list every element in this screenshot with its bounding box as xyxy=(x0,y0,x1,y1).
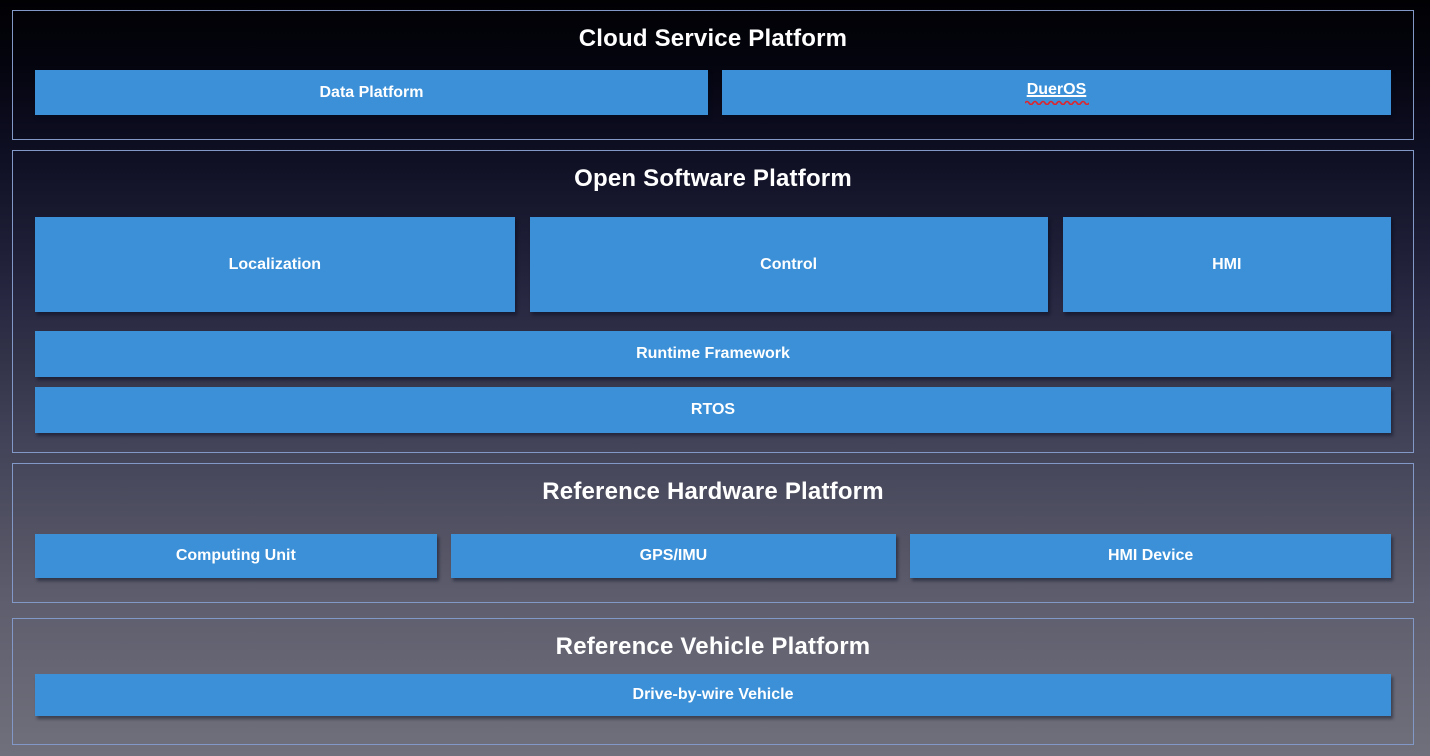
cloud-boxes-row: Data Platform DuerOS xyxy=(35,70,1391,115)
box-label-gps-imu: GPS/IMU xyxy=(639,547,708,564)
box-runtime-framework: Runtime Framework xyxy=(35,331,1391,377)
box-label-control: Control xyxy=(760,255,818,273)
box-drive-by-wire-vehicle: Drive-by-wire Vehicle xyxy=(35,674,1391,716)
box-label-runtime-framework: Runtime Framework xyxy=(636,345,790,362)
section-title-cloud: Cloud Service Platform xyxy=(578,25,848,52)
section-cloud-service-platform: Cloud Service Platform Data Platform Due… xyxy=(12,10,1414,140)
box-dueros: DuerOS xyxy=(722,70,1391,115)
section-reference-vehicle-platform: Reference Vehicle Platform Drive-by-wire… xyxy=(12,618,1414,745)
hardware-boxes-row: Computing Unit GPS/IMU HMI Device xyxy=(35,534,1391,578)
section-title-hardware: Reference Hardware Platform xyxy=(542,478,884,505)
box-rtos: RTOS xyxy=(35,387,1391,433)
box-label-data-platform: Data Platform xyxy=(319,83,424,101)
box-hmi: HMI xyxy=(1062,217,1391,312)
box-localization: Localization xyxy=(35,217,515,312)
box-computing-unit: Computing Unit xyxy=(35,534,437,578)
box-label-hmi-device: HMI Device xyxy=(1107,547,1194,564)
vehicle-boxes-row: Drive-by-wire Vehicle xyxy=(35,674,1391,716)
section-reference-hardware-platform: Reference Hardware Platform Computing Un… xyxy=(12,463,1414,603)
box-gps-imu: GPS/IMU xyxy=(450,534,897,578)
section-open-software-platform: Open Software Platform Localization Cont… xyxy=(12,150,1414,453)
box-data-platform: Data Platform xyxy=(35,70,708,115)
box-label-dueros: DuerOS xyxy=(1024,80,1089,105)
box-control: Control xyxy=(529,217,1048,312)
software-boxes-row: Localization Control HMI xyxy=(35,217,1391,312)
box-label-drive-by-wire-vehicle: Drive-by-wire Vehicle xyxy=(632,686,794,703)
section-title-software: Open Software Platform xyxy=(574,165,852,192)
box-label-computing-unit: Computing Unit xyxy=(175,547,296,564)
dueros-underlined-text: DuerOS xyxy=(1026,80,1087,98)
box-label-hmi: HMI xyxy=(1212,255,1242,273)
box-label-localization: Localization xyxy=(228,255,322,273)
spellcheck-squiggle-icon xyxy=(1024,100,1089,105)
section-title-vehicle: Reference Vehicle Platform xyxy=(555,633,871,660)
box-hmi-device: HMI Device xyxy=(910,534,1391,578)
box-label-rtos: RTOS xyxy=(690,401,736,418)
